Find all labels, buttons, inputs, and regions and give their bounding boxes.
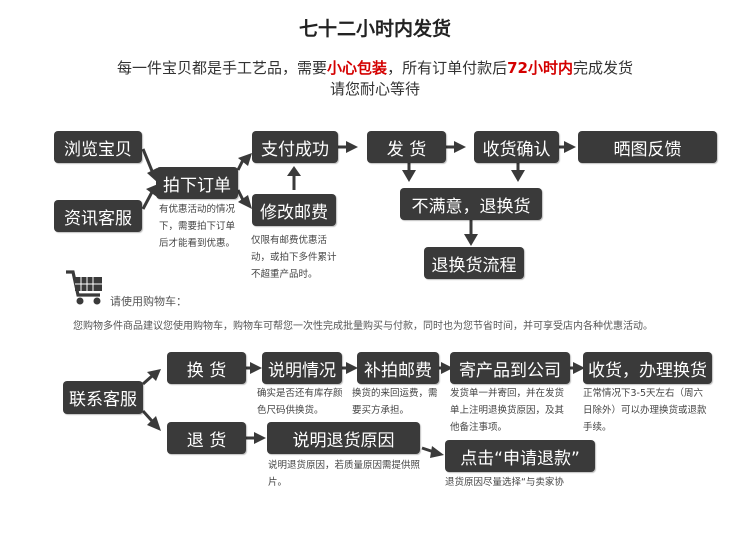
refund-reason-step[interactable]: 说明退货原因 [267, 422, 420, 454]
receipt-confirm-step[interactable]: 收货确认 [474, 131, 559, 163]
notice-highlight-pack: 小心包装 [327, 59, 388, 77]
notice-highlight-72h: 72小时内 [507, 59, 573, 77]
browse-item-step[interactable]: 浏览宝贝 [54, 131, 142, 163]
apply-refund-note: 退货原因尽量选择“与卖家协 [445, 477, 564, 488]
contact-service-step[interactable]: 联系客服 [63, 381, 143, 414]
receive-process-step[interactable]: 收货，办理换货 [583, 352, 712, 384]
ship-step[interactable]: 发 货 [367, 131, 446, 163]
exchange-step[interactable]: 换 货 [167, 352, 246, 384]
receive-process-note: 正常情况下3-5天左右（周六日除外）可以办理换货或退款手续。 [583, 388, 707, 433]
apply-refund-step[interactable]: 点击“申请退款” [445, 440, 595, 472]
page-title: 七十二小时内发货 [298, 18, 451, 40]
explain-situation-note: 确实是否还有库存颜色尺码供换货。 [257, 388, 343, 416]
consult-service-step[interactable]: 资讯客服 [54, 200, 142, 232]
shipping-notice: 每一件宝贝都是手工艺品，需要小心包装，所有订单付款后72小时内完成发货 [0, 57, 750, 78]
unsatisfied-return-step[interactable]: 不满意，退换货 [400, 188, 542, 220]
extra-postage-note: 换货的来回运费，需要买方承担。 [352, 388, 438, 416]
place-order-note: 有优惠活动的情况下，需要拍下订单后才能看到优惠。 [159, 204, 236, 249]
modify-postage-note: 仅限有邮费优惠活动，或拍下多件累计不超重产品时。 [251, 235, 337, 280]
cart-description: 您购物多件商品建议您使用购物车，购物车可帮您一次性完成批量购买与付款，同时也为您… [73, 321, 653, 332]
explain-situation-step[interactable]: 说明情况 [262, 352, 342, 384]
notice-line-2: 请您耐心等待 [329, 80, 420, 98]
refund-reason-note: 说明退货原因，若质量原因需提供照片。 [268, 460, 421, 488]
modify-postage-step[interactable]: 修改邮费 [252, 194, 336, 226]
send-product-note: 发货单一并寄回，并在发货单上注明退换货原因，及其他备注事项。 [450, 388, 565, 433]
place-order-step[interactable]: 拍下订单 [156, 167, 238, 199]
photo-review-step[interactable]: 晒图反馈 [578, 131, 717, 163]
notice-text-e: 完成发货 [572, 59, 633, 77]
send-product-step[interactable]: 寄产品到公司 [450, 352, 570, 384]
notice-text-a: 每一件宝贝都是手工艺品，需要 [117, 59, 328, 77]
extra-postage-step[interactable]: 补拍邮费 [357, 352, 439, 384]
return-flow-step[interactable]: 退换货流程 [424, 247, 524, 279]
payment-success-step[interactable]: 支付成功 [252, 131, 338, 163]
cart-label: 请使用购物车： [110, 295, 187, 308]
notice-text-c: ，所有订单付款后 [387, 59, 508, 77]
refund-step[interactable]: 退 货 [167, 422, 246, 454]
shopping-cart-icon [66, 270, 102, 305]
